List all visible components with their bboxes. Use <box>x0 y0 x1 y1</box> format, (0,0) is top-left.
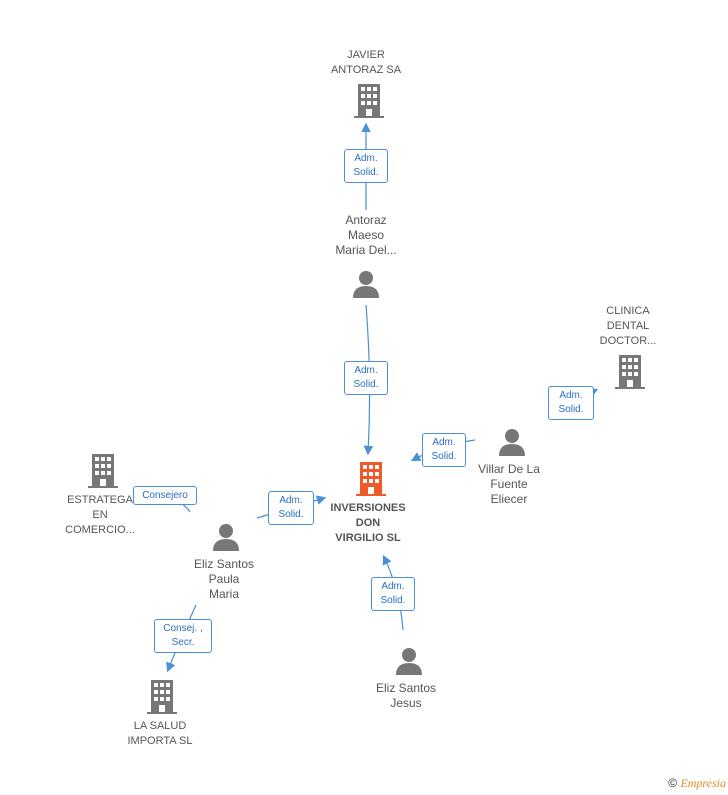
relation-label: Consej. , Secr. <box>154 619 212 653</box>
relation-label: Adm. Solid. <box>422 433 466 467</box>
node-label-inversiones[interactable]: INVERSIONES DON VIRGILIO SL <box>330 502 406 544</box>
building-icon-inversiones-focus[interactable] <box>356 462 386 501</box>
empresia-logo[interactable]: Empresia <box>680 776 726 790</box>
node-label-estratega[interactable]: ESTRATEGA EN COMERCIO... <box>65 494 135 536</box>
node-label-antoraz[interactable]: Antoraz Maeso Maria Del... <box>335 213 397 257</box>
node-label-eliz-jesus[interactable]: Eliz Santos Jesus <box>375 681 437 710</box>
building-icon-clinica-dental[interactable] <box>615 355 645 394</box>
person-icon-eliz-jesus[interactable] <box>395 647 423 680</box>
relation-label: Adm. Solid. <box>268 491 314 525</box>
person-icon-antoraz[interactable] <box>352 270 380 303</box>
relation-label: Adm. Solid. <box>548 386 594 420</box>
person-icon-villar[interactable] <box>498 428 526 461</box>
relation-label: Adm. Solid. <box>344 149 388 183</box>
building-icon-estratega[interactable] <box>88 454 118 493</box>
person-icon-eliz-paula[interactable] <box>212 523 240 556</box>
node-label-javier-antoraz[interactable]: JAVIER ANTORAZ SA <box>330 49 402 76</box>
relation-label: Consejero <box>133 486 197 505</box>
node-label-villar[interactable]: Villar De La Fuente Eliecer <box>478 462 540 506</box>
building-icon-la-salud[interactable] <box>147 680 177 719</box>
node-label-eliz-paula[interactable]: Eliz Santos Paula Maria <box>193 557 255 601</box>
copyright-symbol: © <box>668 776 678 790</box>
copyright-footer: © Empresia <box>668 776 726 791</box>
relation-label: Adm. Solid. <box>344 361 388 395</box>
building-icon-javier-antoraz[interactable] <box>354 84 384 123</box>
node-label-clinica-dental[interactable]: CLINICA DENTAL DOCTOR... <box>599 305 657 347</box>
relation-label: Adm. Solid. <box>371 577 415 611</box>
node-label-la-salud[interactable]: LA SALUD IMPORTA SL <box>127 720 193 747</box>
